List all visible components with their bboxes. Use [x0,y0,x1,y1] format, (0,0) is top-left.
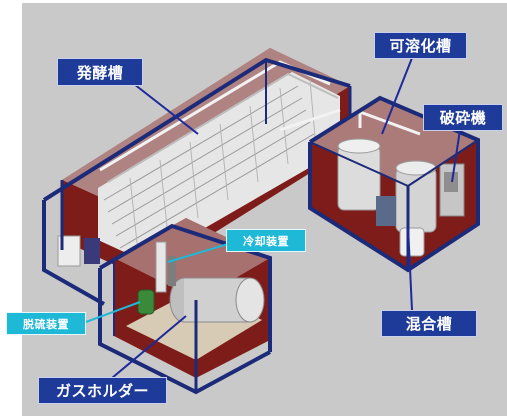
crusher-label: 破砕機 [423,104,503,131]
fermentation-container [42,48,352,306]
solubilization-container [279,95,480,273]
gasholder-container [98,218,272,395]
leader-mixing [407,225,413,311]
fermentation-tank-label: 発酵槽 [57,58,143,86]
leader-crusher [451,129,461,183]
leader-fermentation [133,83,199,135]
leader-gasholder [111,315,187,379]
leader-cooling [167,243,229,263]
gas-holder-label: ガスホルダー [38,377,167,404]
solubilization-tank-label: 可溶化槽 [374,32,467,59]
leader-desulfurization [85,301,141,323]
mixing-tank-label: 混合槽 [381,310,477,337]
desulfurization-unit-label: 脱硫装置 [6,312,86,335]
cooling-unit-label: 冷却装置 [226,229,306,252]
leader-lines [111,57,461,379]
leader-solubilization [381,57,413,135]
